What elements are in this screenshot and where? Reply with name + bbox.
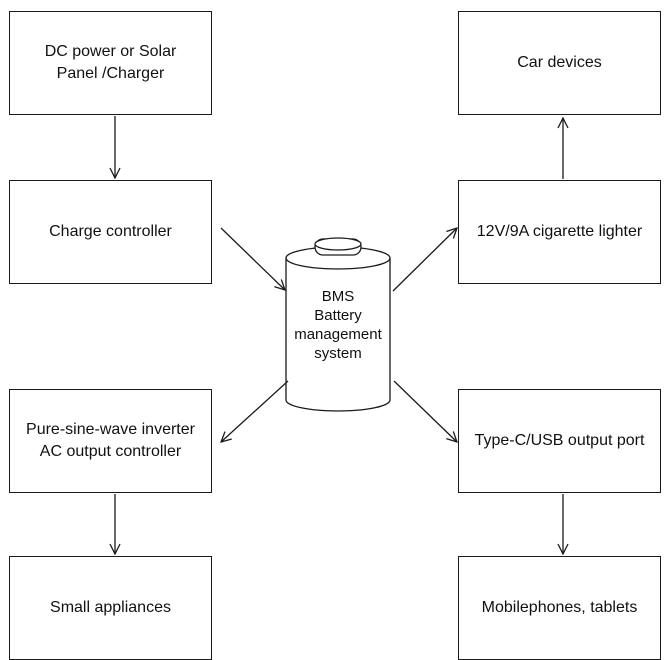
battery-label: BMS Battery management system	[294, 288, 382, 362]
charge-controller-box: Charge controller	[9, 180, 212, 284]
arrow-battery-to-usb-port	[393, 380, 457, 442]
car-devices-label: Car devices	[517, 54, 602, 71]
small-appliances-label: Small appliances	[50, 599, 171, 616]
charge-controller-label: Charge controller	[49, 223, 172, 240]
arrow-battery-to-cigarette-lighter	[392, 228, 457, 292]
usb-output-port-label: Type-C/USB output port	[474, 432, 645, 449]
mobile-devices-box: Mobilephones, tablets	[458, 556, 661, 660]
dc-power-solar-box: DC power or Solar Panel /Charger	[9, 11, 212, 115]
cigarette-lighter-label: 12V/9A cigarette lighter	[476, 223, 643, 240]
small-appliances-box: Small appliances	[9, 556, 212, 660]
usb-output-port-box: Type-C/USB output port	[458, 389, 661, 493]
car-devices-box: Car devices	[458, 11, 661, 115]
battery-body	[285, 258, 391, 412]
inverter-label: Pure-sine-wave inverter AC output contro…	[26, 421, 195, 460]
mobile-devices-label: Mobilephones, tablets	[481, 599, 638, 616]
battery-icon	[285, 237, 391, 412]
battery-terminal-top	[314, 237, 362, 251]
cigarette-lighter-box: 12V/9A cigarette lighter	[458, 180, 661, 284]
inverter-box: Pure-sine-wave inverter AC output contro…	[9, 389, 212, 493]
dc-power-solar-label: DC power or Solar Panel /Charger	[44, 43, 177, 82]
arrow-battery-to-inverter	[221, 380, 289, 442]
arrow-charge-controller-to-battery	[220, 227, 285, 290]
